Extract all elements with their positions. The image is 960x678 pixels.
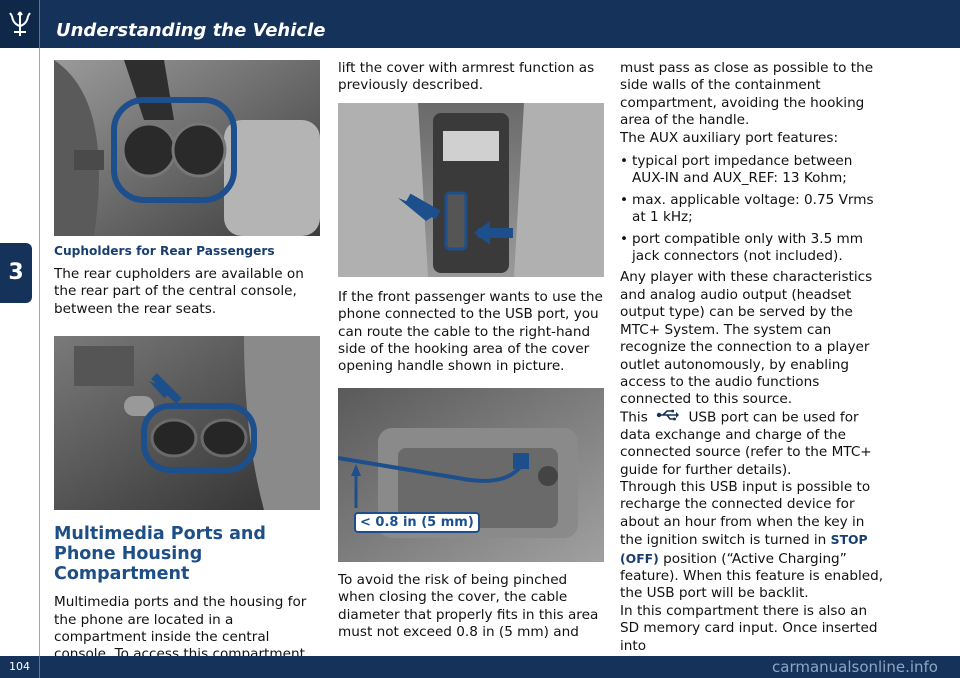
rear-cupholder-image	[54, 336, 320, 511]
list-item: port compatible only with 3.5 mm jack co…	[620, 231, 886, 266]
list-item: max. applicable voltage: 0.75 Vrms at 1 …	[620, 192, 886, 227]
paragraph: To avoid the risk of being pinched when …	[338, 571, 599, 641]
text-run: This	[620, 409, 648, 426]
trident-logo-icon	[0, 0, 40, 48]
chapter-tab: 3	[0, 243, 32, 303]
paragraph: Multimedia ports and the housing for the…	[54, 594, 307, 663]
column-1: Cupholders for Rear Passengers The rear …	[54, 60, 320, 664]
charging-paragraph: Through this USB input is possible to re…	[620, 479, 886, 603]
measurement-label: < 0.8 in (5 mm)	[354, 511, 480, 533]
usb-icon	[656, 409, 680, 426]
paragraph: lift the cover with armrest function as …	[338, 60, 595, 94]
figure-caption: Cupholders for Rear Passengers	[54, 244, 275, 258]
stop-off-label: STOP (OFF)	[620, 532, 868, 566]
column-2: lift the cover with armrest function as …	[338, 60, 604, 641]
page-number: 104	[0, 656, 40, 678]
page-title: Understanding the Vehicle	[56, 20, 326, 41]
paragraph: The AUX auxiliary port features:	[620, 129, 839, 146]
watermark: carmanualsonline.info	[772, 658, 938, 676]
paragraph: The rear cupholders are available on the…	[54, 266, 304, 317]
page-header: Understanding the Vehicle	[0, 0, 960, 48]
column-3: must pass as close as possible to the si…	[620, 60, 886, 655]
list-item: typical port impedance between AUX-IN an…	[620, 153, 886, 188]
text-run: position (“Active Charging” feature). Wh…	[620, 550, 884, 602]
cable-routing-image: < 0.8 in (5 mm)	[338, 387, 604, 562]
rear-cupholder-closeup-image	[54, 60, 320, 236]
paragraph: In this compartment there is also an SD …	[620, 602, 878, 654]
usb-compartment-image	[338, 102, 604, 277]
section-heading: Multimedia Ports and Phone Housing Compa…	[54, 524, 266, 585]
text-run: Through this USB input is possible to re…	[620, 479, 871, 549]
paragraph: If the front passenger wants to use the …	[338, 288, 603, 375]
usb-paragraph: This USB port can be used for data excha…	[620, 409, 886, 479]
paragraph: Any player with these characteristics an…	[620, 269, 873, 408]
chapter-sidebar: 3	[0, 48, 40, 656]
paragraph: must pass as close as possible to the si…	[620, 60, 874, 129]
text-run: USB port can be used for data exchange a…	[620, 409, 872, 478]
page-footer: 104 carmanualsonline.info	[0, 656, 960, 678]
aux-features-list: typical port impedance between AUX-IN an…	[620, 153, 886, 265]
